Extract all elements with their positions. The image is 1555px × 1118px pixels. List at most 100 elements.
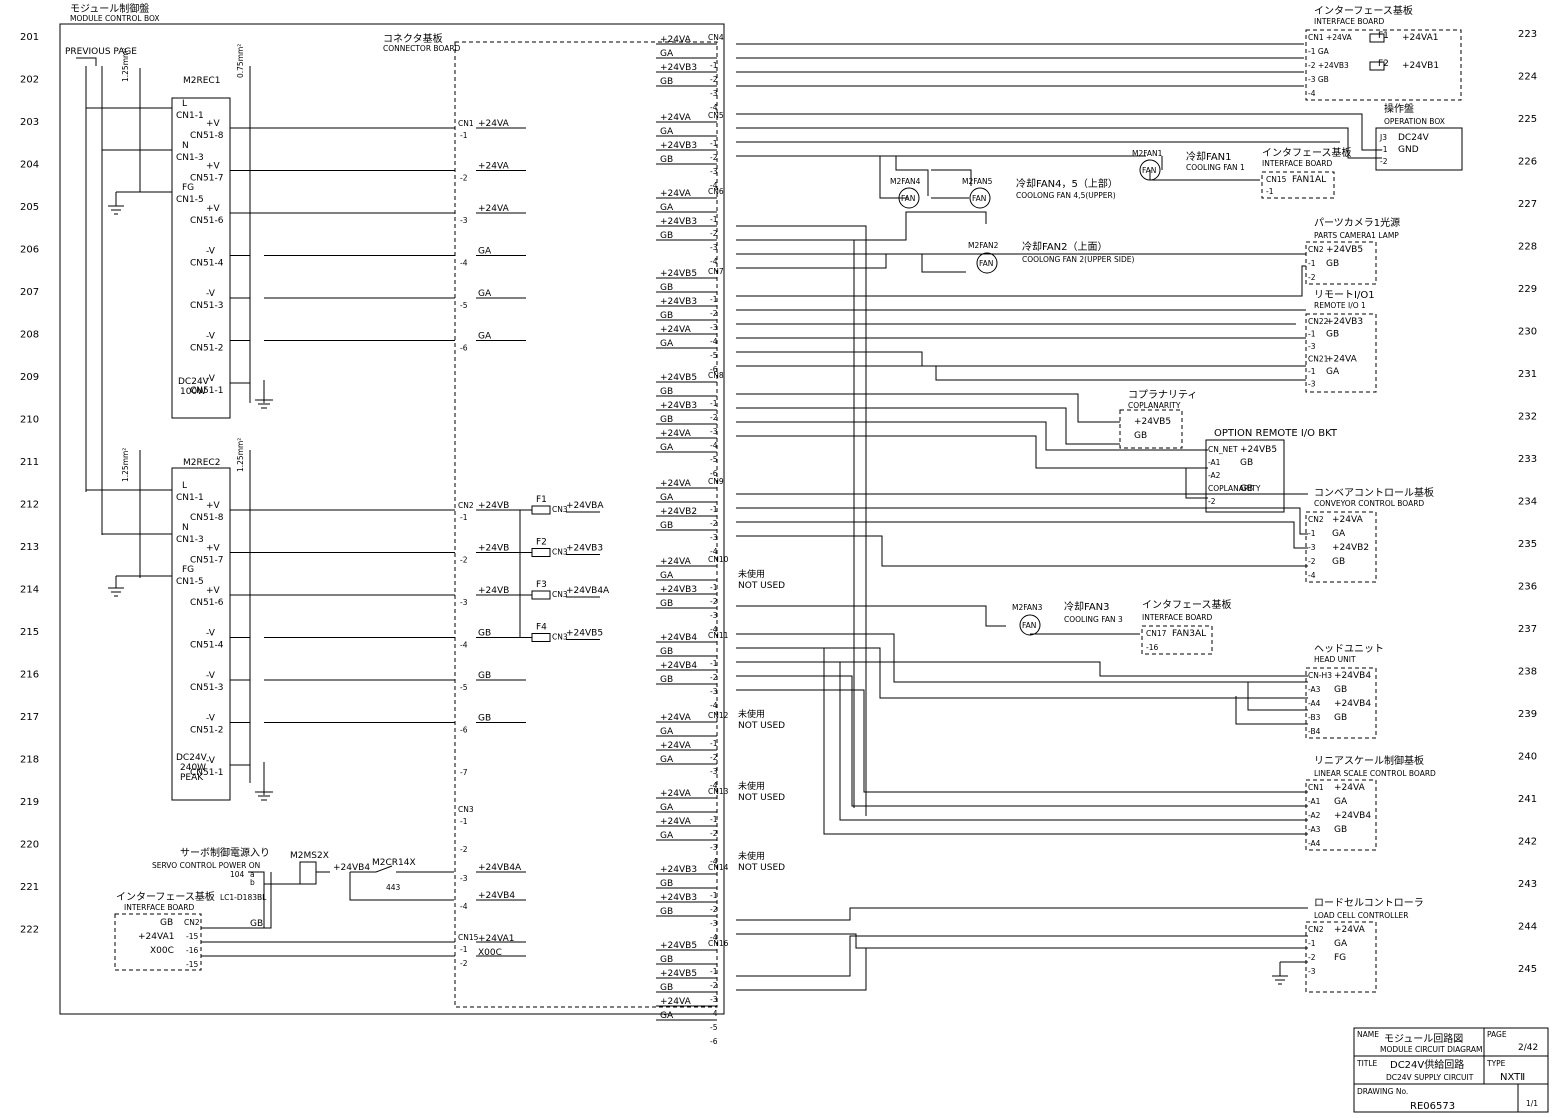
pin-label: -1 <box>460 513 468 522</box>
pin-label: -5 <box>710 455 718 464</box>
label: COPLANARITY <box>1128 401 1181 410</box>
net-label: GB <box>660 907 673 917</box>
svg-text:-15: -15 <box>186 932 198 941</box>
net-label: +24VB3 <box>660 217 697 227</box>
terminal-label: +V <box>206 544 221 554</box>
svg-text:-16: -16 <box>186 946 198 955</box>
label: FAN <box>979 259 993 268</box>
pin-label: -6 <box>710 365 718 374</box>
terminal-label: +V <box>206 119 221 129</box>
label: -1 <box>1308 939 1316 948</box>
fuse-connector: CN3 <box>552 548 568 557</box>
pin-label: -4 <box>710 103 718 112</box>
servo-lc: LC1-D183BL <box>220 893 267 902</box>
label: F1 <box>1378 31 1389 41</box>
pin-label: -2 <box>710 75 718 84</box>
pin-label: -2 <box>710 673 718 682</box>
pin-label: -1 <box>710 295 718 304</box>
net-label: GA <box>660 803 674 813</box>
label: リニアスケール制御基板 <box>1314 754 1424 767</box>
net-label: +24VA <box>660 557 692 567</box>
supply1-name: M2REC1 <box>183 76 220 86</box>
label: CN2 <box>1308 245 1324 254</box>
net-label: GA <box>660 727 674 737</box>
net-label: +24VB3 <box>660 585 697 595</box>
pin-label: -4 <box>460 259 468 268</box>
label: GND <box>1398 145 1419 155</box>
row-number: 222 <box>20 925 39 936</box>
label: GA <box>1334 797 1348 807</box>
label: M2FAN5 <box>962 177 993 186</box>
label: -A2 <box>1308 811 1321 820</box>
terminal-label: FG <box>182 183 194 193</box>
net-label: GB <box>660 283 673 293</box>
svg-text:NAME: NAME <box>1357 1030 1379 1039</box>
servo-title-jp: サーボ制御電源入り <box>180 846 270 859</box>
terminal-label: -V <box>206 289 216 299</box>
label: GA <box>1334 939 1348 949</box>
label: -A1 <box>1208 458 1221 467</box>
label: -3 <box>1308 342 1316 351</box>
net-label: GA <box>660 571 674 581</box>
terminal-id: CN51-7 <box>190 556 223 566</box>
terminal-id: CN1-1 <box>176 493 204 503</box>
label: -A4 <box>1308 839 1321 848</box>
label: J3 <box>1379 133 1387 142</box>
connector-board-title-en: CONNECTOR BOARD <box>383 44 461 53</box>
label: -16 <box>1146 643 1158 652</box>
net-label: +24VB3 <box>660 401 697 411</box>
terminal-label: -V <box>206 332 216 342</box>
svg-text:DRAWING No.: DRAWING No. <box>1357 1087 1408 1096</box>
label: +24VA1 <box>1402 33 1438 43</box>
terminal-label: -V <box>206 714 216 724</box>
net-label: GB <box>660 675 673 685</box>
label: M2FAN4 <box>890 177 921 186</box>
net-label: +24VB5 <box>660 969 697 979</box>
terminal-id: CN51-1 <box>190 768 223 778</box>
label: CN-H3 <box>1308 671 1332 680</box>
terminal-label: -V <box>206 629 216 639</box>
net-label: +24VB3 <box>660 297 697 307</box>
fuse-output: +24VBA <box>566 501 604 511</box>
row-number: 207 <box>20 287 39 298</box>
terminal-label: +V <box>206 501 221 511</box>
net-label: +24VA <box>660 997 692 1007</box>
pin-label: -3 <box>460 598 468 607</box>
row-number: 224 <box>1518 72 1537 83</box>
supply1-rating: DC24V <box>178 377 210 387</box>
row-number: 218 <box>20 755 39 766</box>
label: -2 +24VB3 <box>1308 61 1349 70</box>
previous-page-label: PREVIOUS PAGE <box>65 47 137 57</box>
net-label: GB <box>660 521 673 531</box>
servo-443: 443 <box>386 883 401 892</box>
row-number: 239 <box>1518 709 1537 720</box>
fuse-connector: CN3 <box>552 505 568 514</box>
label: +24VB5 <box>1240 445 1277 455</box>
label: COOLONG FAN 4,5(UPPER) <box>1016 191 1116 200</box>
power-supply-1: M2REC1 DC24V 100W 1.25mm² 0.75mm² <box>121 44 273 419</box>
pin-label: -2 <box>710 413 718 422</box>
fuse-name: F3 <box>536 580 547 590</box>
net-label: GA <box>660 493 674 503</box>
row-numbers-left: 2012022032042052062072082092102112122132… <box>20 32 39 936</box>
pin-label: -3 <box>710 243 718 252</box>
pin-label: -5 <box>710 351 718 360</box>
label: GB <box>1326 259 1339 269</box>
label: FAN1AL <box>1292 175 1326 185</box>
pin-label: -4 <box>710 181 718 190</box>
pin-label: -2 <box>710 829 718 838</box>
row-number: 230 <box>1518 327 1537 338</box>
not-used-jp: 未使用 <box>738 708 765 720</box>
pin-label: -3 <box>710 995 718 1004</box>
supply1-watt: 100W <box>180 387 206 397</box>
module-control-box-frame <box>59 23 725 1015</box>
label: FG <box>1334 953 1346 963</box>
